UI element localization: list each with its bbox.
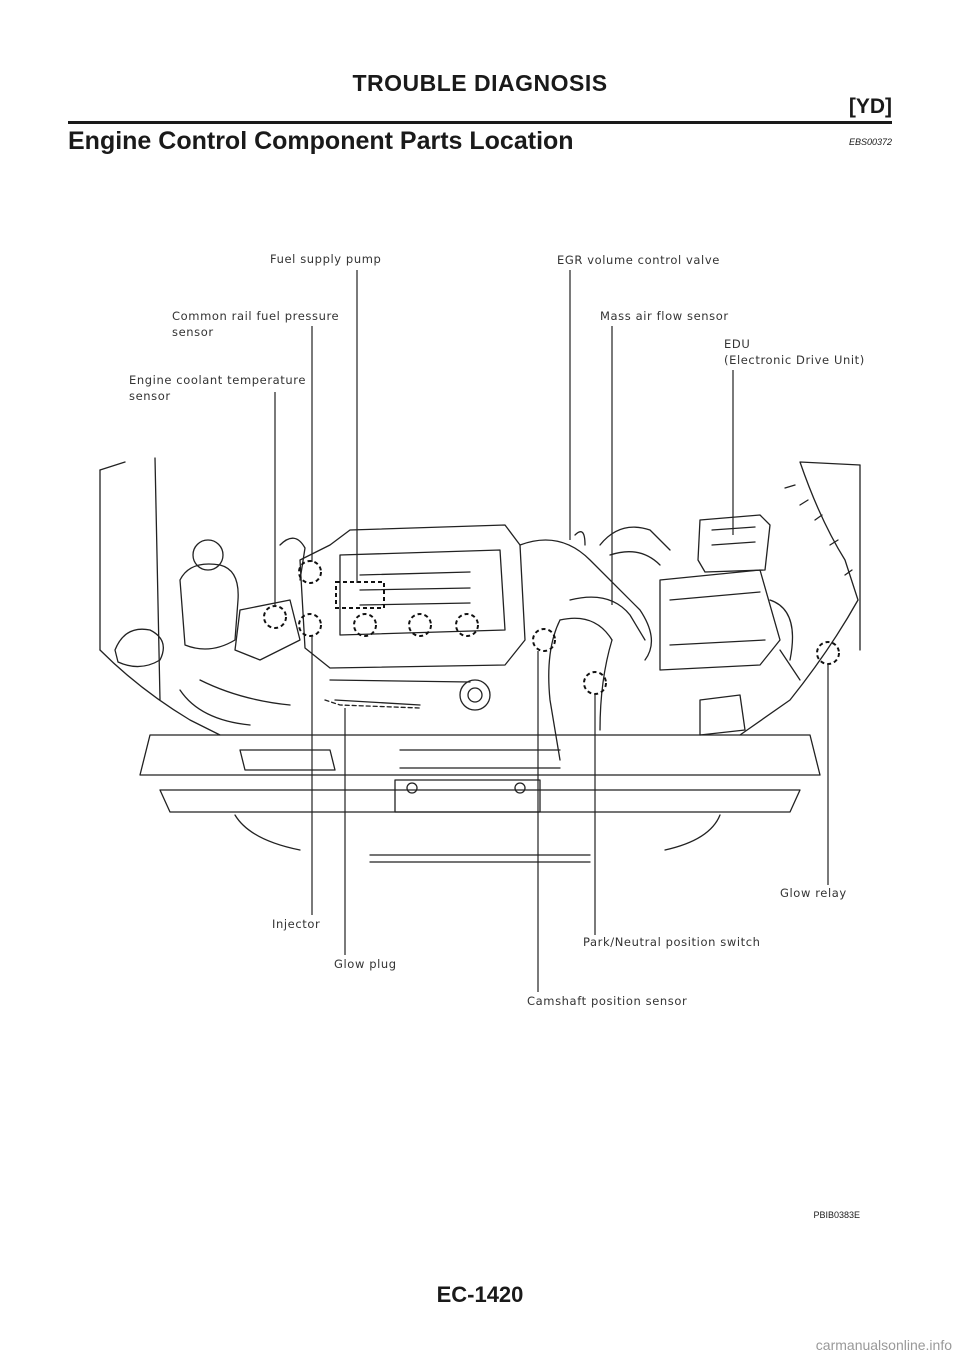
label-fuel-supply-pump: Fuel supply pump	[270, 252, 381, 266]
label-glow-plug: Glow plug	[334, 957, 397, 971]
engine-bay-drawing	[99, 457, 861, 863]
header-rule	[68, 121, 892, 124]
section-title: Engine Control Component Parts Location	[68, 127, 574, 155]
watermark: carmanualsonline.info	[815, 1337, 952, 1353]
label-park-neutral-switch: Park/Neutral position switch	[583, 935, 761, 949]
label-mass-air-flow-sensor: Mass air flow sensor	[600, 309, 729, 323]
engine-bay-diagram: Fuel supply pump EGR volume control valv…	[99, 252, 865, 1008]
label-camshaft-position-sensor: Camshaft position sensor	[527, 994, 687, 1008]
label-edu-2: (Electronic Drive Unit)	[724, 353, 865, 367]
label-glow-relay: Glow relay	[780, 886, 847, 900]
page-number: EC-1420	[436, 1282, 524, 1307]
label-edu-1: EDU	[724, 337, 750, 351]
label-coolant-temp-2: sensor	[129, 389, 171, 403]
label-injector: Injector	[272, 917, 320, 931]
leader-lines	[274, 270, 829, 992]
label-common-rail-pressure-2: sensor	[172, 325, 214, 339]
engine-code-tag: [YD]	[848, 95, 892, 118]
page-header-title: TROUBLE DIAGNOSIS	[352, 70, 608, 96]
label-coolant-temp-1: Engine coolant temperature	[129, 373, 306, 387]
section-code: EBS00372	[848, 137, 892, 147]
figure-code: PBIB0383E	[813, 1210, 860, 1220]
label-egr-volume-control-valve: EGR volume control valve	[557, 253, 720, 267]
component-markers	[263, 560, 840, 695]
callout-labels: Fuel supply pump EGR volume control valv…	[129, 252, 865, 1008]
label-common-rail-pressure-1: Common rail fuel pressure	[172, 309, 339, 323]
